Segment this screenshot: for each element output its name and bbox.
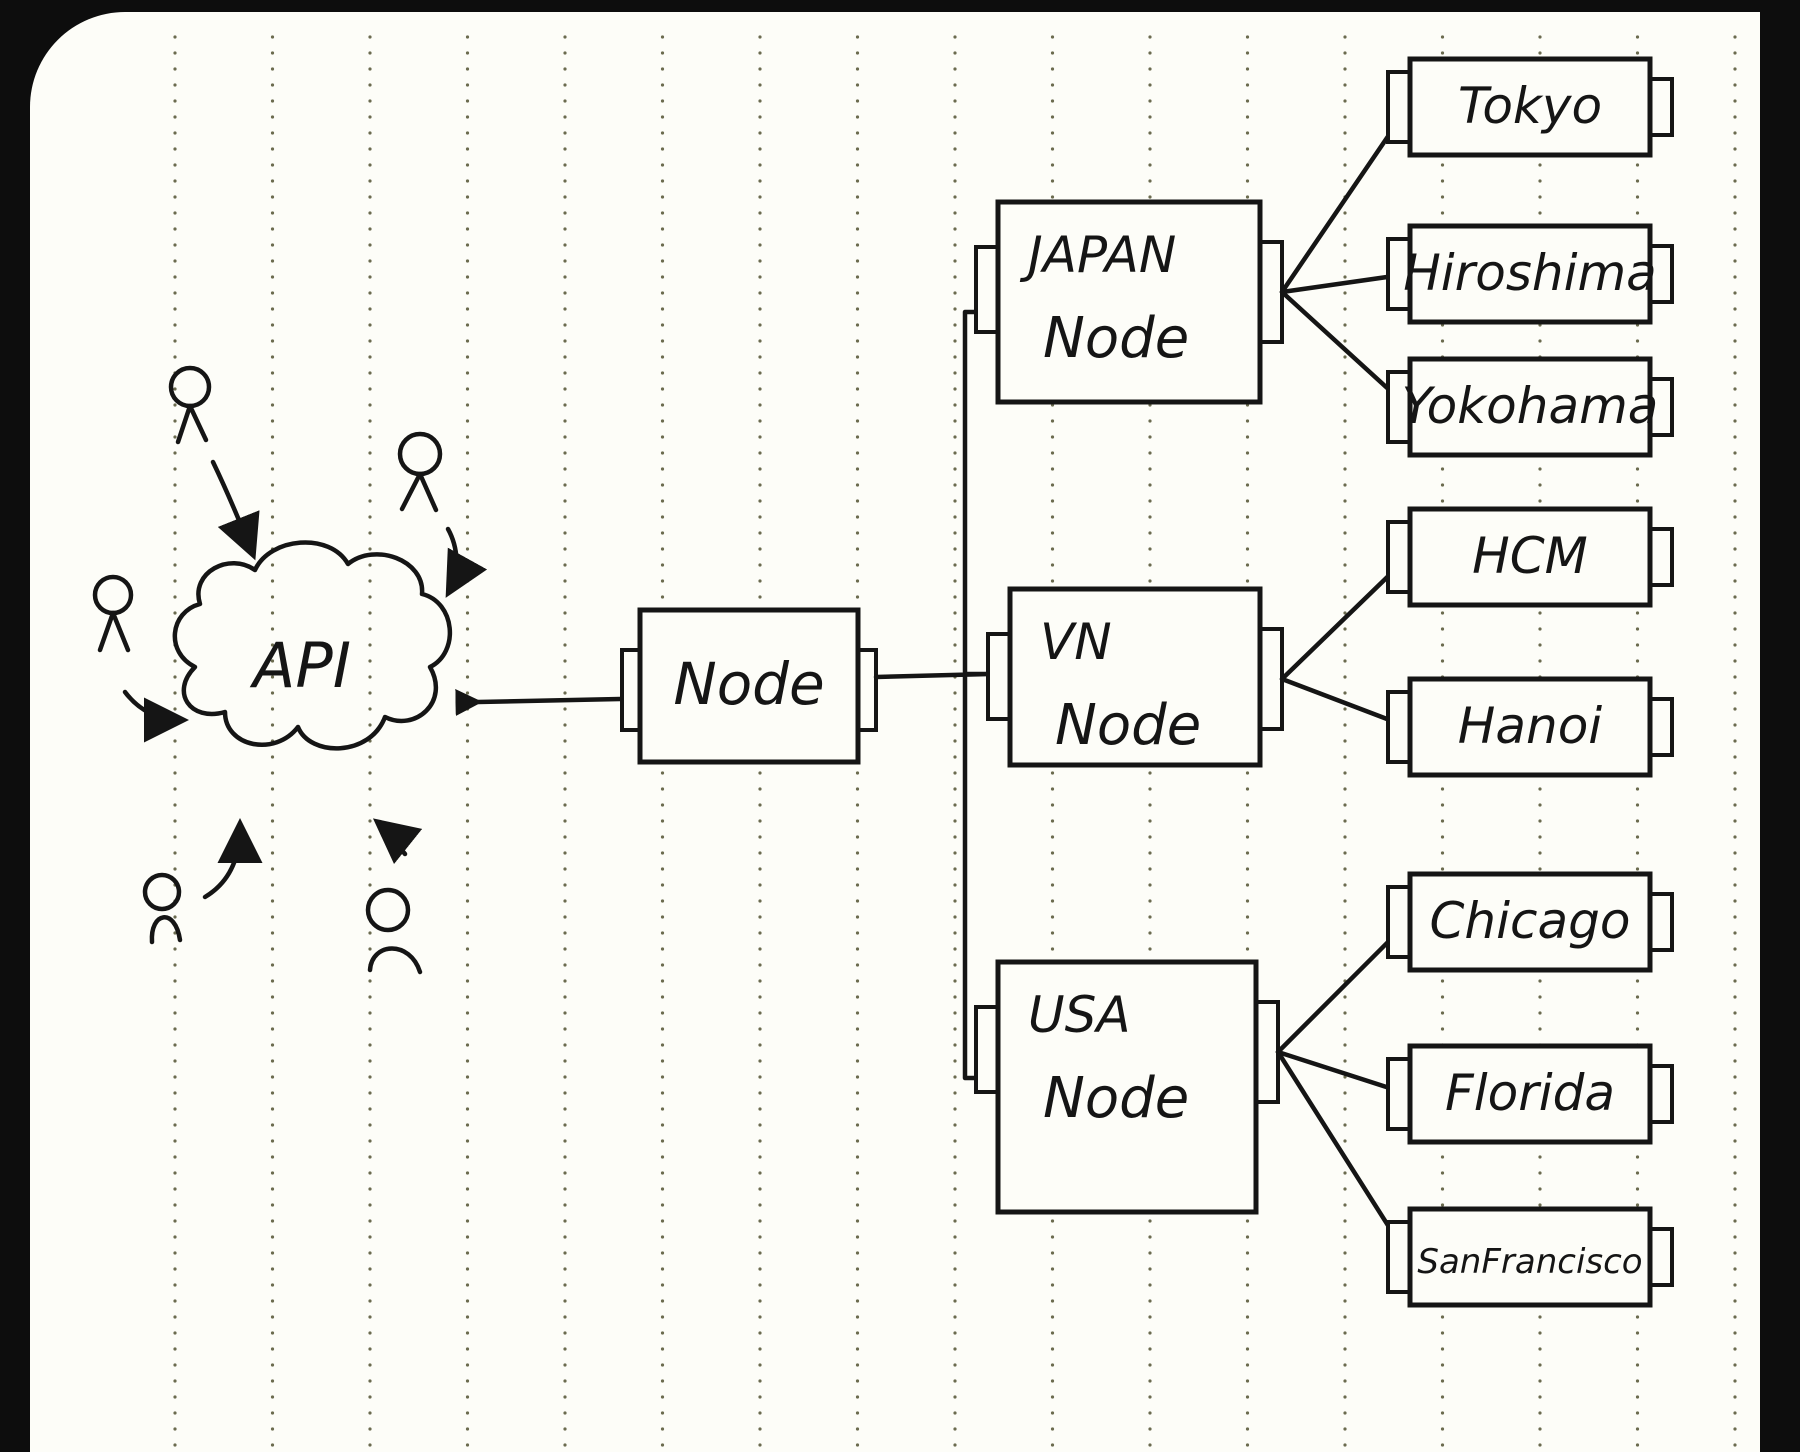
api-cloud: API <box>172 540 453 751</box>
city-label: HCM <box>1472 527 1588 585</box>
city-label: Chicago <box>1430 892 1631 950</box>
region-node-label: Node <box>1055 693 1201 758</box>
region-name: JAPAN <box>1019 226 1176 284</box>
users <box>92 365 488 975</box>
region-connector <box>873 309 995 1081</box>
city-node: Yokohama <box>1279 289 1674 458</box>
city-label: Yokohama <box>1402 377 1659 435</box>
city-label: Florida <box>1445 1064 1615 1122</box>
city-node: SanFrancisco <box>1275 1049 1674 1308</box>
city-node: Hiroshima <box>1279 223 1674 325</box>
user-icon <box>397 431 488 598</box>
city-node: HCM <box>1279 506 1674 682</box>
city-node: Florida <box>1275 1043 1674 1145</box>
city-label: SanFrancisco <box>1417 1242 1642 1282</box>
city-node: Chicago <box>1275 871 1674 1055</box>
region-node-label: Node <box>1043 1066 1189 1131</box>
city-node: Tokyo <box>1279 56 1674 295</box>
root-node: Node <box>455 607 878 765</box>
city-node: Hanoi <box>1279 676 1674 778</box>
notebook-page: API <box>30 12 1760 1452</box>
root-node-label: Node <box>673 650 824 718</box>
city-label: Hanoi <box>1458 697 1603 755</box>
user-icon <box>365 818 423 975</box>
api-label: API <box>249 629 351 702</box>
city-label: Hiroshima <box>1403 244 1657 302</box>
user-icon <box>92 574 189 743</box>
region-node-vn: VN Node HCM Hanoi <box>986 506 1674 778</box>
user-icon <box>142 818 263 945</box>
architecture-diagram: API <box>92 56 1674 1308</box>
user-icon <box>168 365 260 561</box>
region-node-label: Node <box>1043 306 1189 371</box>
region-name: VN <box>1040 613 1112 671</box>
region-name: USA <box>1028 986 1131 1044</box>
city-label: Tokyo <box>1458 77 1602 135</box>
